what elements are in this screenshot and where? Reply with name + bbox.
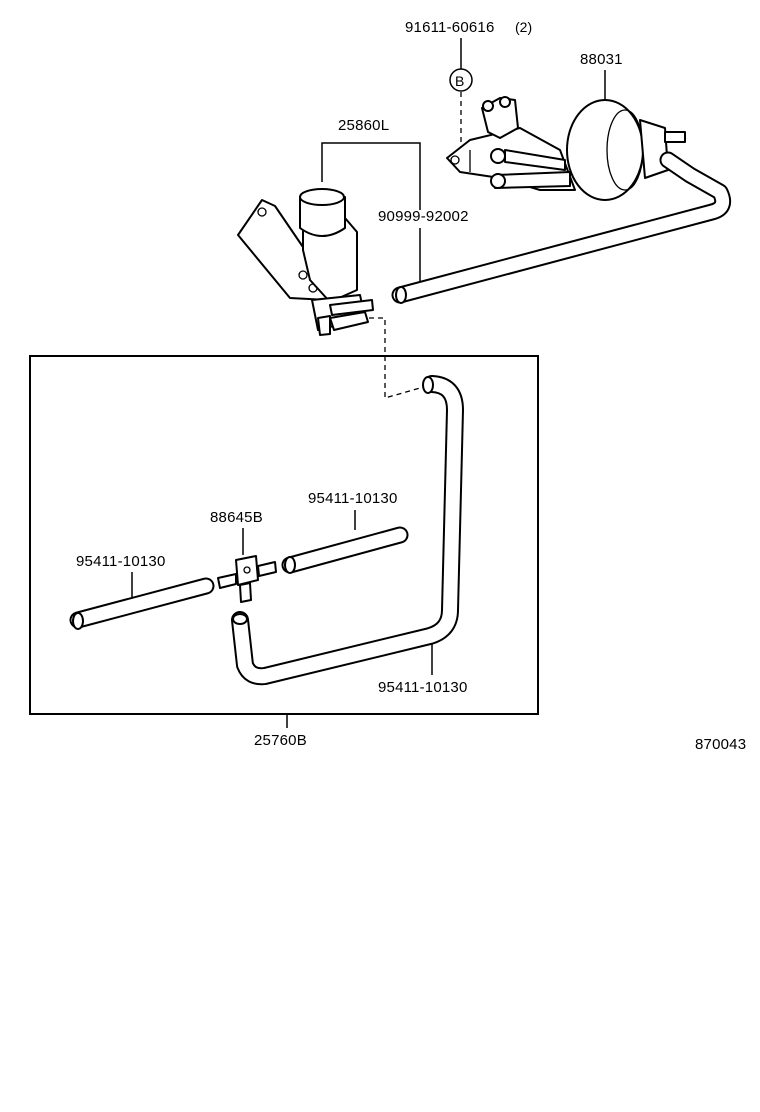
connection-dashed-line <box>360 317 421 399</box>
vacuum-actuator <box>446 96 686 201</box>
right-straight-hose <box>281 526 409 574</box>
bottom-hose-part-number: 95411-10130 <box>378 679 468 696</box>
long-vacuum-hose <box>391 151 732 304</box>
bolt-part-number: 91611-60616 <box>405 19 495 36</box>
actuator-part-number: 88031 <box>580 51 623 68</box>
right-hose-part-number: 95411-10130 <box>308 490 398 507</box>
bent-j-hose <box>231 375 464 686</box>
kit-part-number: 25760B <box>254 732 307 749</box>
long-hose-part-number: 90999-92002 <box>378 208 469 225</box>
left-hose-part-number: 95411-10130 <box>76 553 166 570</box>
tee-fitting <box>217 555 277 603</box>
vsv-part-number: 25860L <box>338 117 389 134</box>
bolt-quantity: (2) <box>515 19 532 35</box>
vacuum-switching-valve <box>237 188 374 336</box>
kit-boundary-box <box>29 355 539 715</box>
left-straight-hose <box>69 577 215 630</box>
callout-b-letter: B <box>455 73 464 89</box>
tee-part-number: 88645B <box>210 509 263 526</box>
vsv-bracket-leader <box>321 142 421 210</box>
diagram-id: 870043 <box>695 736 746 753</box>
